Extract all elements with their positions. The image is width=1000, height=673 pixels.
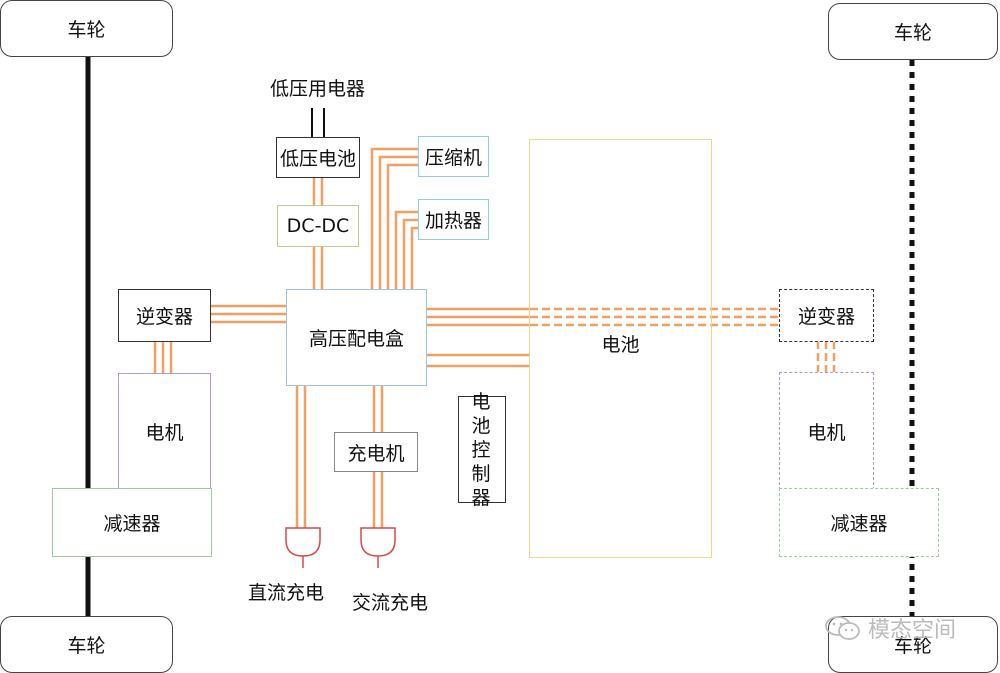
dcdc-converter: DC-DC: [277, 205, 359, 247]
battery-controller-label: 电池控制器: [471, 390, 493, 509]
reducer-right: 减速器: [779, 488, 939, 557]
low-voltage-battery: 低压电池: [276, 137, 360, 178]
battery-pack-label: 电池: [601, 334, 640, 356]
inverter-left: 逆变器: [118, 289, 211, 342]
hv-distribution-box: 高压配电盒: [286, 289, 427, 386]
battery-pack: 电池: [529, 139, 712, 558]
reducer-left: 减速器: [52, 488, 212, 557]
wheel-top-right: 车轮: [828, 3, 998, 60]
motor-right: 电机: [779, 372, 874, 490]
dc-charge-label: 直流充电: [248, 582, 325, 604]
battery-controller: 电池控制器: [458, 391, 506, 509]
charger: 充电机: [334, 432, 418, 472]
dc-plug-icon: [285, 527, 321, 568]
ac-plug-icon: [360, 527, 396, 568]
inverter-right: 逆变器: [779, 289, 874, 342]
watermark: 模态空间: [824, 612, 956, 644]
low-voltage-load-label: 低压用电器: [270, 78, 366, 100]
watermark-text: 模态空间: [868, 618, 957, 643]
wheel-bottom-left: 车轮: [0, 616, 173, 673]
motor-left: 电机: [118, 373, 211, 490]
hv-wires: [153, 147, 530, 528]
wheel-top-left: 车轮: [0, 0, 173, 57]
ac-charge-label: 交流充电: [352, 592, 429, 614]
heater: 加热器: [418, 199, 489, 240]
wechat-icon: [825, 616, 860, 640]
compressor: 压缩机: [418, 136, 489, 177]
hv-wires-dashed: [530, 307, 836, 372]
